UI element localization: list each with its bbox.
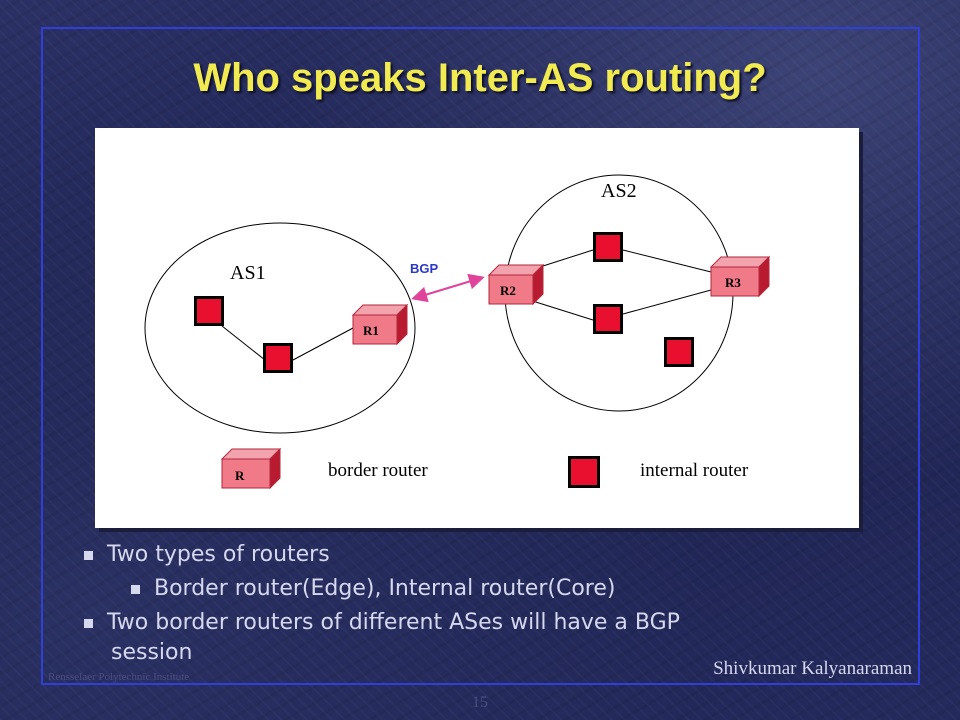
- r2-label: R2: [500, 283, 516, 298]
- legend-border-router-text: border router: [328, 460, 428, 481]
- footer-institution: Rensselaer Polytechnic Institute: [48, 671, 190, 683]
- legend-internal-router-icon: [568, 456, 600, 488]
- bgp-label: BGP: [410, 261, 439, 276]
- bullet-square-icon: [84, 619, 93, 628]
- bullet-1-sub-text: Border router(Edge), Internal router(Cor…: [154, 576, 616, 601]
- slide-title: Who speaks Inter-AS routing?: [193, 56, 767, 100]
- bullet-square-icon: [84, 551, 93, 560]
- border-router-r1: R1: [351, 303, 409, 346]
- link-top-r3: [622, 249, 712, 273]
- link-r2-top: [542, 249, 594, 267]
- footer-author: Shivkumar Kalyanaraman: [713, 658, 912, 679]
- legend-internal-router-text: internal router: [640, 460, 749, 481]
- link-mid-r3: [622, 289, 712, 315]
- bullet-2-continuation: session: [84, 636, 884, 670]
- as2-label: AS2: [601, 180, 637, 202]
- bullet-square-icon: [131, 585, 140, 594]
- link-as1-to-r1: [292, 327, 354, 361]
- internal-router-as2-top: [593, 232, 623, 262]
- bullet-1: Two types of routers: [84, 538, 884, 572]
- legend-border-router-icon: R: [220, 447, 282, 490]
- bullet-1-text: Two types of routers: [107, 542, 330, 567]
- border-router-r3: R3: [709, 255, 771, 298]
- page-number: 15: [472, 694, 488, 711]
- internal-router-as1-bottom: [263, 343, 293, 373]
- as1-ellipse: [144, 222, 416, 434]
- internal-router-as1-top: [194, 296, 224, 326]
- links: [221, 249, 712, 361]
- internal-router-as2-middle: [593, 304, 623, 334]
- diagram-canvas: AS1 AS2 BGP: [144, 174, 771, 490]
- link-as1-internal: [221, 325, 266, 361]
- internal-routers: [194, 232, 694, 373]
- bullet-list: Two types of routers Border router(Edge)…: [84, 538, 884, 670]
- slide-frame: [41, 27, 920, 685]
- bullet-1-sub: Border router(Edge), Internal router(Cor…: [84, 572, 884, 606]
- r3-label: R3: [725, 275, 741, 290]
- as1-label: AS1: [230, 262, 266, 284]
- bullet-2-cont-text: session: [111, 640, 193, 665]
- bgp-session-arrow: [411, 273, 485, 303]
- border-router-r2: R2: [487, 263, 545, 306]
- bullet-2: Two border routers of different ASes wil…: [84, 606, 884, 640]
- routing-diagram: AS1 AS2 BGP: [95, 128, 859, 528]
- r1-label: R1: [363, 323, 379, 338]
- internal-router-as2-bottom: [664, 337, 694, 367]
- bullet-2-text: Two border routers of different ASes wil…: [107, 610, 680, 635]
- legend-border-icon-label: R: [235, 468, 245, 483]
